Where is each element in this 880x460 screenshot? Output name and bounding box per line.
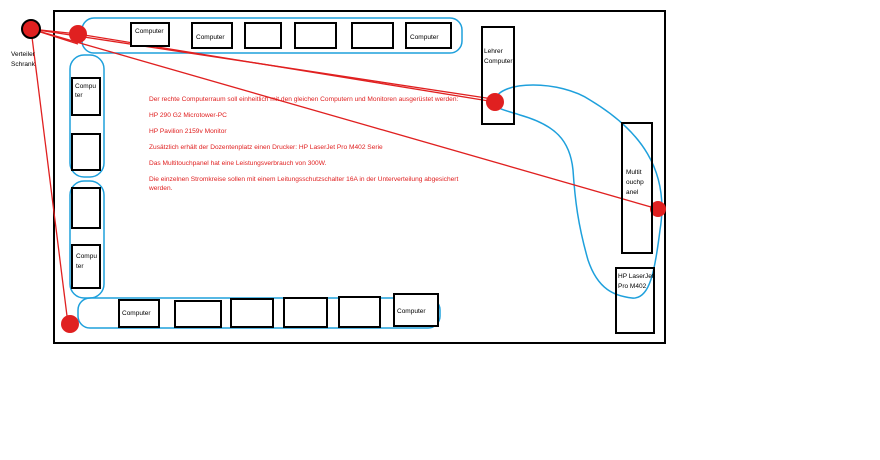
node-top: [69, 25, 87, 43]
verteiler-label-1: Verteiler: [11, 51, 36, 58]
printer: [615, 267, 655, 334]
wire-to-multitouch: [30, 28, 659, 210]
left-computers: [71, 77, 101, 289]
computer-left-1-label-1: Compu: [75, 83, 96, 90]
computer-top-6: [405, 22, 452, 49]
multitouch-label-1: Multit: [626, 169, 642, 176]
computer-left-2: [71, 133, 101, 171]
multitouch-panel: [621, 122, 653, 254]
lehrer-computer: [481, 26, 515, 125]
lehrer-label-1: Lehrer: [484, 48, 504, 55]
computer-bottom-2: [174, 300, 222, 328]
node-bottom: [61, 315, 79, 333]
computer-bottom-6: [393, 293, 439, 327]
computer-bottom-1-label: Computer: [122, 310, 151, 317]
computer-top-1-label: Computer: [135, 28, 164, 35]
multitouch-label-2: ouchp: [626, 179, 644, 186]
description-line-1: Der rechte Computerraum soll einheitlich…: [149, 96, 459, 103]
verteiler-label-2: Schrank: [11, 61, 36, 68]
computer-left-4-label-2: ter: [76, 263, 84, 270]
computer-top-1: [130, 22, 170, 47]
computer-bottom-1: [118, 299, 160, 328]
description-line-4: Zusätzlich erhält der Dozentenplatz eine…: [149, 144, 383, 151]
printer-label-2: Pro M402: [618, 283, 647, 290]
lehrer-label-2: Computer: [484, 58, 513, 65]
computer-bottom-5: [338, 296, 381, 328]
computer-left-1-label-2: ter: [75, 92, 83, 99]
computer-bottom-6-label: Computer: [397, 308, 426, 315]
description-line-3: HP Pavilion 2159v Monitor: [149, 128, 227, 135]
node-lehrer: [486, 93, 504, 111]
verteiler-node: [21, 19, 41, 39]
printer-label-1: HP LaserJet: [618, 273, 654, 280]
description-line-2: HP 290 G2 Microtower-PC: [149, 112, 227, 119]
computer-bottom-4: [283, 297, 328, 328]
computer-left-4-label-1: Compu: [76, 253, 97, 260]
room-outline: [53, 10, 666, 344]
wire-to-bottom: [30, 28, 69, 325]
computer-top-6-label: Computer: [410, 34, 439, 41]
circuit-loop-right: [493, 84, 663, 299]
computer-left-3: [71, 187, 101, 229]
computer-top-2-label: Computer: [196, 34, 225, 41]
computer-top-4: [294, 22, 337, 49]
computer-left-1: [71, 77, 101, 116]
bottom-computers: [118, 293, 439, 328]
node-multitouch: [650, 201, 666, 217]
computer-top-2: [191, 22, 233, 49]
computer-bottom-3: [230, 298, 274, 328]
description-line-5: Das Multitouchpanel hat eine Leistungsve…: [149, 160, 327, 167]
right-devices: [481, 26, 655, 334]
computer-left-4: [71, 244, 101, 289]
computer-top-5: [351, 22, 394, 49]
description-line-6: Die einzelnen Stromkreise sollen mit ein…: [149, 176, 459, 192]
top-computers: [130, 22, 452, 49]
nodes: [21, 19, 666, 333]
circuit-loop-left-upper: [69, 54, 105, 178]
multitouch-label-3: anel: [626, 189, 639, 196]
computer-top-3: [244, 22, 282, 49]
labels: Verteiler Schrank Computer Computer Comp…: [11, 28, 654, 317]
description-block: Der rechte Computerraum soll einheitlich…: [149, 96, 479, 201]
